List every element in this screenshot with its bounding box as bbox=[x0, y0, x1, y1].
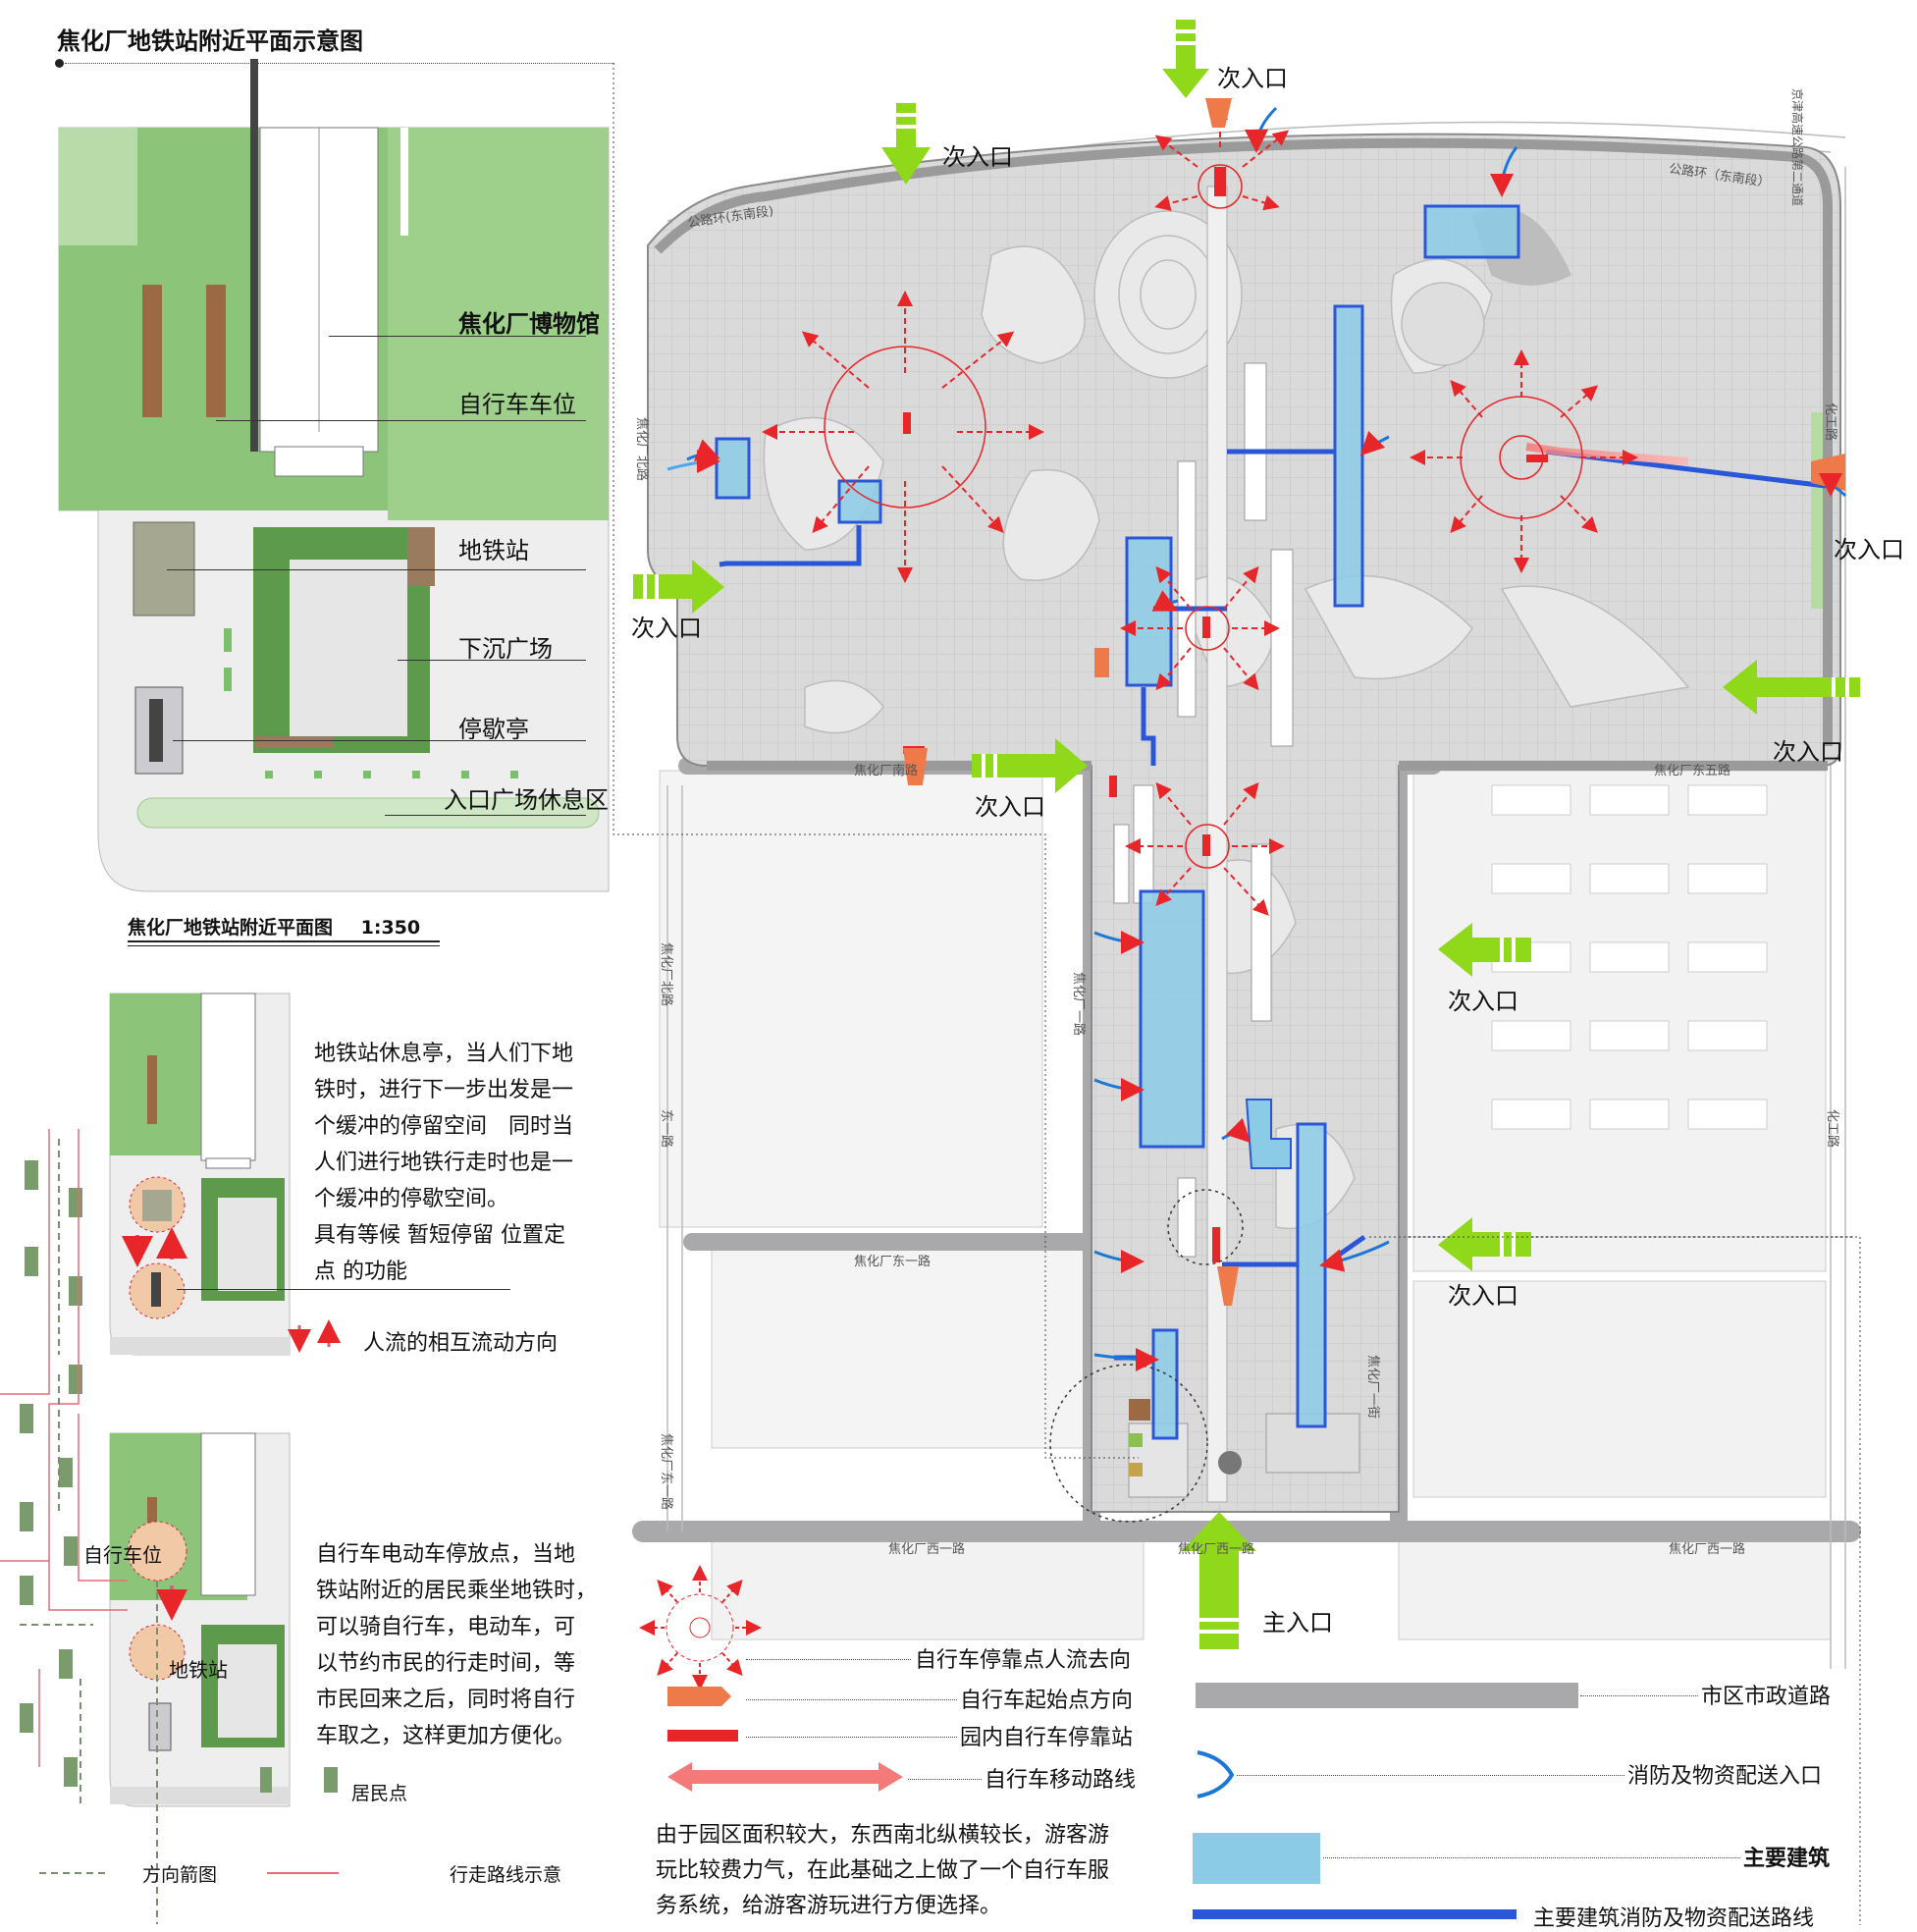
summary-line: 玩比较费力气，在此基础之上做了一个自行车服 bbox=[656, 1858, 1110, 1883]
analysis2-line: 可以骑自行车，电动车，可 bbox=[316, 1615, 576, 1639]
detail-plan bbox=[58, 59, 610, 892]
legend-leader-5 bbox=[1580, 1695, 1698, 1696]
entrance-secondary-east-mid: 次入口 bbox=[1448, 988, 1518, 1015]
legend-bike-stop: 园内自行车停靠站 bbox=[960, 1726, 1134, 1750]
label-bike-parking: 自行车车位 bbox=[458, 391, 576, 418]
legend-resident: 居民点 bbox=[351, 1783, 408, 1804]
legend-graphics bbox=[639, 1565, 1578, 1919]
leader-metro bbox=[167, 569, 586, 570]
road-jhc-south: 焦化厂南路 bbox=[854, 764, 919, 778]
legend-leader-2 bbox=[746, 1699, 957, 1700]
legend-fire-route: 主要建筑消防及物资配送路线 bbox=[1533, 1906, 1815, 1931]
leader-museum bbox=[329, 336, 586, 337]
legend-direction-arrow: 方向箭图 bbox=[142, 1864, 218, 1886]
fire-entrance-arrows bbox=[666, 106, 1847, 1371]
park-map bbox=[612, 20, 1861, 1925]
road-jhc-w1: 焦化厂西一路 bbox=[888, 1542, 966, 1557]
analysis2-line: 铁站附近的居民乘坐地铁时， bbox=[316, 1579, 598, 1603]
label-museum: 焦化厂博物馆 bbox=[458, 310, 600, 338]
leader-pavilion bbox=[173, 740, 586, 741]
resident-points bbox=[20, 1160, 338, 1793]
legend-people-flow: 人流的相互流动方向 bbox=[363, 1331, 559, 1356]
resident-legend-swatch bbox=[260, 1767, 272, 1793]
entrance-secondary-east-low: 次入口 bbox=[1448, 1282, 1518, 1310]
analysis2-line: 市民回来之后，同时将自行 bbox=[316, 1688, 576, 1712]
road-e1: 东一路 bbox=[659, 1109, 673, 1149]
analysis1-line: 铁时，进行下一步出发是一 bbox=[314, 1078, 574, 1102]
leader-plaza bbox=[398, 660, 586, 661]
direction-arrows bbox=[20, 1139, 158, 1924]
road-jhc-street: 焦化厂一街 bbox=[1365, 1355, 1380, 1420]
road-jhc-w1-c: 焦化厂西一路 bbox=[1178, 1542, 1255, 1557]
green-entrance-arrows bbox=[633, 20, 1860, 1649]
entrance-secondary-west: 次入口 bbox=[631, 615, 702, 642]
legend-leader-7 bbox=[1323, 1857, 1740, 1858]
legend-bike-route: 自行车移动路线 bbox=[985, 1768, 1137, 1793]
legend-city-road: 市区市政道路 bbox=[1701, 1685, 1832, 1709]
road-huagong: 化工路 bbox=[1823, 402, 1837, 442]
leader-bike-parking bbox=[216, 420, 586, 421]
label-sunken-plaza: 下沉广场 bbox=[458, 635, 553, 663]
label-bike-slot: 自行车位 bbox=[83, 1543, 162, 1567]
legend-leader-4 bbox=[908, 1779, 982, 1780]
road-jhc-e1-b: 焦化厂东一路 bbox=[659, 1433, 673, 1511]
summary-line: 由于园区面积较大，东西南北纵横较长，游客游 bbox=[656, 1823, 1110, 1848]
label-metro-small: 地铁站 bbox=[169, 1658, 228, 1682]
road-jhc-w1-b: 焦化厂西一路 bbox=[1669, 1542, 1746, 1557]
road-huagong-south: 化工路 bbox=[1825, 1109, 1839, 1149]
analysis2-line: 以节约市民的行走时间，等 bbox=[316, 1651, 576, 1676]
legend-flow-direction: 自行车停靠点人流去向 bbox=[915, 1648, 1132, 1673]
road-jinghu: 京津高速公路第二通道 bbox=[1790, 88, 1804, 207]
summary-paragraph: 由于园区面积较大，东西南北纵横较长，游客游 玩比较费力气，在此基础之上做了一个自… bbox=[656, 1818, 1109, 1924]
label-metro-station: 地铁站 bbox=[458, 537, 529, 564]
title-leader bbox=[65, 63, 614, 64]
walking-routes bbox=[0, 1129, 128, 1767]
analysis2-paragraph: 自行车电动车停放点，当地 铁站附近的居民乘坐地铁时， 可以骑自行车，电动车，可 … bbox=[316, 1536, 597, 1754]
title-bullet bbox=[55, 59, 64, 68]
legend-start-direction: 自行车起始点方向 bbox=[960, 1689, 1134, 1713]
label-entrance-rest: 入口广场休息区 bbox=[444, 786, 609, 814]
page-title: 焦化厂地铁站附近平面示意图 bbox=[57, 27, 363, 55]
entrance-secondary-southeast: 次入口 bbox=[1773, 738, 1843, 766]
analysis1-line: 点 的功能 bbox=[314, 1260, 407, 1284]
legend-leader-1 bbox=[746, 1659, 911, 1660]
analysis1-line: 具有等候 暂短停留 位置定 bbox=[314, 1223, 565, 1248]
analysis-plan-2 bbox=[109, 1432, 291, 1807]
legend-leader-6 bbox=[1237, 1775, 1624, 1776]
legend-fire-entrance: 消防及物资配送入口 bbox=[1627, 1764, 1823, 1789]
detail-plan-caption: 焦化厂地铁站附近平面图 1:350 bbox=[128, 913, 420, 939]
analysis-plan-1 bbox=[109, 993, 341, 1356]
caption-underline bbox=[128, 940, 440, 946]
summary-line: 务系统，给游客游玩进行方便选择。 bbox=[656, 1894, 1002, 1918]
legend-leader-3 bbox=[746, 1737, 957, 1738]
legend-main-building: 主要建筑 bbox=[1743, 1847, 1831, 1871]
analysis1-leader bbox=[177, 1289, 510, 1290]
analysis1-line: 个缓冲的停歇空间。 bbox=[314, 1187, 509, 1211]
road-jhc-mid: 焦化厂一路 bbox=[1071, 972, 1086, 1037]
entrance-secondary-east: 次入口 bbox=[1834, 536, 1904, 564]
label-pavilion: 停歇亭 bbox=[458, 716, 529, 743]
entrance-main: 主入口 bbox=[1262, 1609, 1333, 1637]
analysis2-line: 自行车电动车停放点，当地 bbox=[316, 1542, 576, 1567]
analysis1-line: 个缓冲的停留空间 同时当 bbox=[314, 1114, 574, 1139]
road-jhc-e5: 焦化厂东五路 bbox=[1654, 764, 1731, 778]
entrance-secondary-northwest: 次入口 bbox=[942, 143, 1013, 171]
entrance-secondary-north: 次入口 bbox=[1217, 65, 1288, 92]
entrance-secondary-southwest: 次入口 bbox=[975, 793, 1045, 821]
analysis1-line: 地铁站休息亭，当人们下地 bbox=[314, 1042, 574, 1066]
leader-entrance bbox=[385, 815, 586, 816]
analysis1-line: 人们进行地铁行走时也是一 bbox=[314, 1151, 574, 1175]
road-jhc-e1: 焦化厂东一路 bbox=[854, 1255, 932, 1269]
analysis2-line: 车取之，这样更加方便化。 bbox=[316, 1724, 576, 1748]
analysis1-paragraph: 地铁站休息亭，当人们下地 铁时，进行下一步出发是一 个缓冲的停留空间 同时当 人… bbox=[314, 1036, 573, 1290]
road-jhc-north: 焦化厂北路 bbox=[634, 417, 649, 482]
caption-text: 焦化厂地铁站附近平面图 bbox=[128, 917, 334, 939]
caption-scale: 1:350 bbox=[360, 917, 421, 939]
road-jhc-north-b: 焦化厂北路 bbox=[659, 942, 673, 1007]
legend-walking-route: 行走路线示意 bbox=[450, 1864, 562, 1886]
